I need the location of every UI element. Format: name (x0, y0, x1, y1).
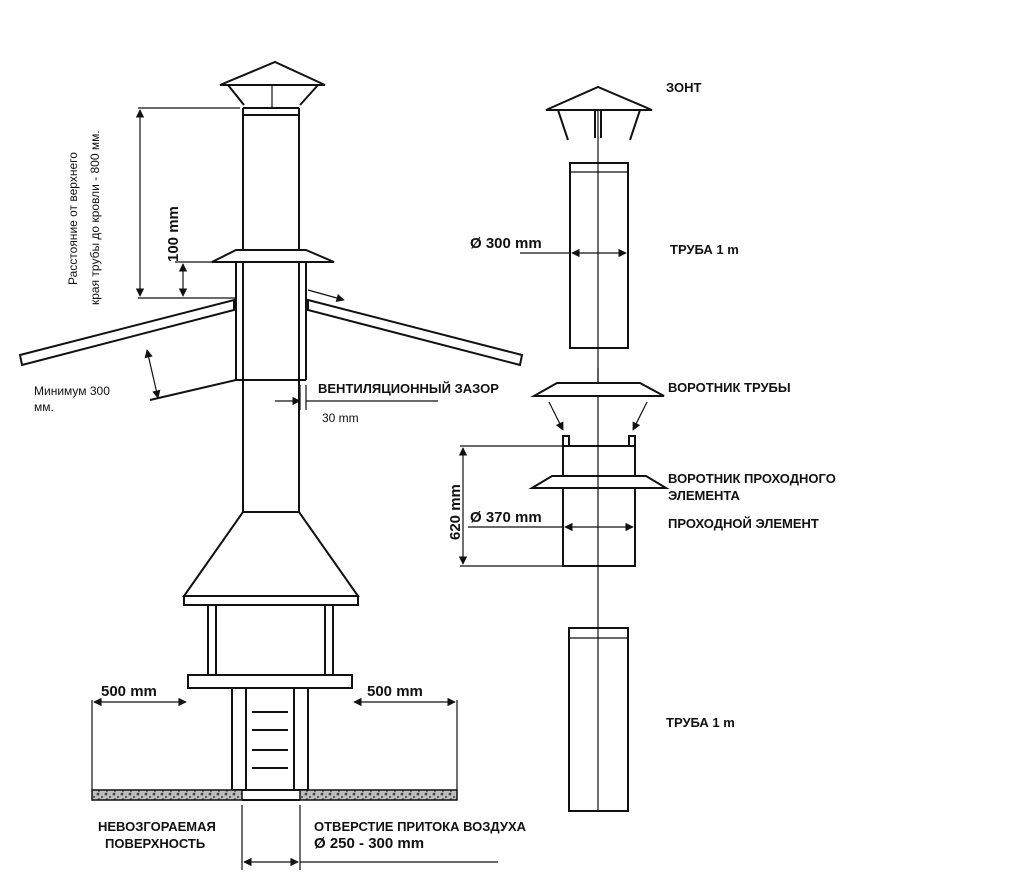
roof-distance-note-line2: края трубы до кровли - 800 мм. (88, 130, 102, 305)
pass-through-box (235, 298, 307, 381)
collar-height-dimension (175, 261, 212, 297)
air-inlet-label-line1: ОТВЕРСТИЕ ПРИТОКА ВОЗДУХА (314, 819, 527, 834)
bottom-pipe (568, 627, 629, 812)
roof-distance-note-line1: Расстояние от верхнего (66, 152, 80, 285)
vent-gap-label: ВЕНТИЛЯЦИОННЫЙ ЗАЗОР (318, 381, 499, 396)
clearance-right-label: 500 mm (367, 683, 423, 700)
min-300-dimension (144, 349, 161, 399)
pass-collar-label-line2: ЭЛЕМЕНТА (668, 488, 741, 503)
min-300-label-line2: мм. (34, 400, 54, 414)
assembled-fireplace: Расстояние от верхнего края трубы до кро… (18, 60, 527, 870)
nonflammable-label-line1: НЕВОЗГОРАЕМАЯ (98, 819, 216, 834)
clearance-left-label: 500 mm (101, 683, 157, 700)
pass-collar-label-line1: ВОРОТНИК ПРОХОДНОГО (668, 471, 836, 486)
cap-label: ЗОНТ (666, 80, 701, 95)
pipe-top-label: ТРУБА 1 m (670, 242, 739, 257)
exploded-pipe-collar (530, 368, 665, 431)
pipe-diameter-label: Ø 300 mm (470, 235, 542, 252)
vent-gap-dimension (275, 289, 438, 410)
fire-tray (187, 674, 353, 689)
fireplace-hood (182, 511, 360, 606)
roof (18, 298, 524, 401)
fireplace-stand (231, 687, 309, 791)
pipe-collar-label: ВОРОТНИК ТРУБЫ (668, 380, 791, 395)
height-100-label: 100 mm (165, 206, 182, 262)
hood-posts (207, 604, 334, 676)
chimney-cap (219, 60, 326, 108)
min-300-label-line1: Минимум 300 (34, 384, 110, 398)
nonflammable-label-line2: ПОВЕРХНОСТЬ (105, 836, 205, 851)
pass-diameter-label: Ø 370 mm (470, 509, 542, 526)
exploded-components: ЗОНТ Ø 300 mm ТРУБА 1 m ВОРОТНИК ТРУБЫ В… (447, 80, 836, 812)
pass-through-element (528, 435, 670, 567)
pass-element-label: ПРОХОДНОЙ ЭЛЕМЕНТ (668, 516, 819, 531)
exploded-cap (545, 85, 653, 141)
pass-height-dimension (458, 445, 563, 567)
air-inlet-label-line2: Ø 250 - 300 mm (314, 835, 424, 852)
pass-height-label: 620 mm (447, 484, 464, 540)
top-pipe (569, 162, 629, 349)
air-inlet-dimension (241, 805, 498, 870)
chimney-pipe (242, 107, 300, 512)
pipe-bottom-label: ТРУБА 1 m (666, 715, 735, 730)
roof-collar (211, 249, 335, 298)
gap-30-label: 30 mm (322, 411, 359, 425)
nonflammable-floor (91, 700, 458, 801)
roof-distance-dimension (135, 107, 240, 299)
